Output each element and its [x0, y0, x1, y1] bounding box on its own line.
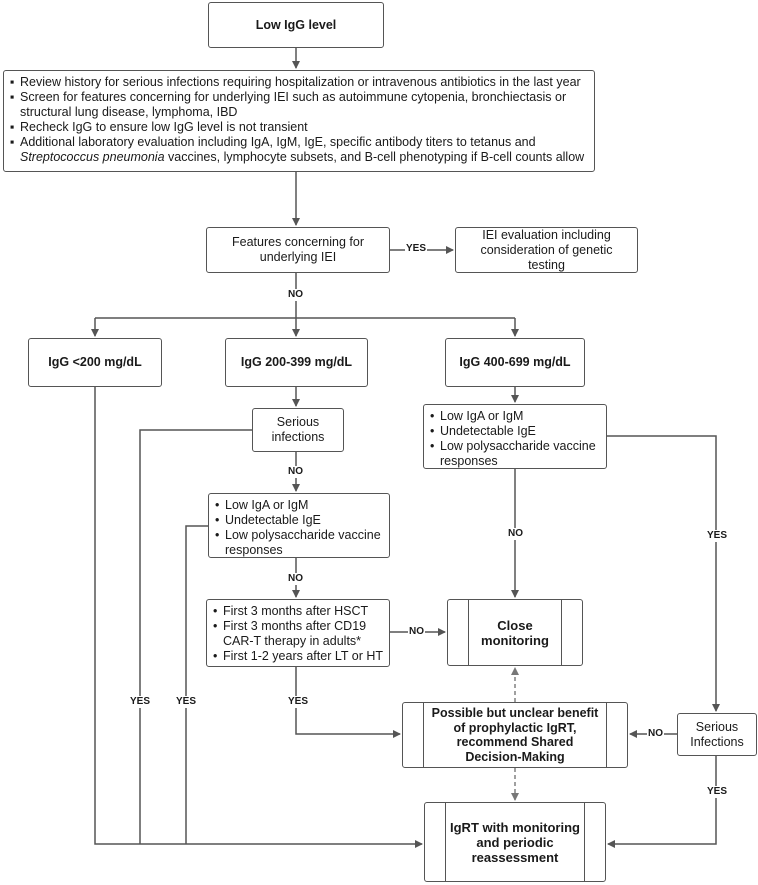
node-igg-lt200: IgG <200 mg/dL	[28, 338, 162, 387]
label-no-features: NO	[287, 289, 304, 301]
node-igg-200-399: IgG 200-399 mg/dL	[225, 338, 368, 387]
review-item-4-post: vaccines, lymphocyte subsets, and B-cell…	[164, 150, 585, 164]
review-item-2: Screen for features concerning for under…	[10, 90, 588, 120]
list-right-item-2: Undetectable IgE	[430, 424, 600, 439]
list-right-item-3: Low polysaccharide vaccine responses	[430, 439, 600, 469]
label-no-serious-right: NO	[647, 728, 664, 740]
node-first-months: First 3 months after HSCT First 3 months…	[206, 599, 390, 667]
node-close-monitoring: Close monitoring	[447, 599, 583, 666]
label-no-first-months: NO	[408, 626, 425, 638]
node-igg-400-699: IgG 400-699 mg/dL	[445, 338, 585, 387]
arrow-listmid-igrt	[185, 525, 208, 844]
label-yes-list-mid: YES	[175, 696, 198, 708]
label-yes-first-months: YES	[287, 696, 310, 708]
review-item-4: Additional laboratory evaluation includi…	[10, 135, 588, 165]
node-features-iei: Features concerning for underlying IEI	[206, 227, 390, 273]
list-mid-item-2: Undetectable IgE	[215, 513, 383, 528]
review-item-3: Recheck IgG to ensure low IgG level is n…	[10, 120, 588, 135]
list-mid-item-3: Low polysaccharide vaccine responses	[215, 528, 383, 558]
arrow-lt200-igrt	[94, 387, 423, 848]
node-list-right: Low IgA or IgM Undetectable IgE Low poly…	[423, 404, 607, 469]
label-yes-list-right: YES	[706, 530, 729, 542]
node-serious-infections-right: Serious Infections	[677, 713, 757, 756]
node-iei-evaluation: IEI evaluation including consideration o…	[455, 227, 638, 273]
node-low-igg: Low IgG level	[208, 2, 384, 48]
label-no-serious-mid: NO	[287, 466, 304, 478]
label-no-list-mid: NO	[287, 573, 304, 585]
label-yes-serious-mid: YES	[129, 696, 152, 708]
arrow-serious-right-igrt	[607, 756, 717, 848]
review-item-4-italic: Streptococcus pneumonia	[20, 150, 165, 164]
list-right-item-1: Low IgA or IgM	[430, 409, 600, 424]
label-yes-iei: YES	[405, 243, 428, 255]
node-review: Review history for serious infections re…	[3, 70, 595, 172]
label-no-list-right: NO	[507, 528, 524, 540]
list-mid-item-1: Low IgA or IgM	[215, 498, 383, 513]
label-yes-serious-right: YES	[706, 786, 729, 798]
arrow-listright-serious	[607, 435, 720, 712]
node-possible-benefit: Possible but unclear benefit of prophyla…	[402, 702, 628, 768]
node-list-mid: Low IgA or IgM Undetectable IgE Low poly…	[208, 493, 390, 558]
review-item-1: Review history for serious infections re…	[10, 75, 588, 90]
node-igrt: IgRT with monitoring and periodic reasse…	[424, 802, 606, 882]
node-serious-infections-mid: Serious infections	[252, 408, 344, 452]
review-item-4-pre: Additional laboratory evaluation includi…	[20, 135, 536, 149]
first-months-item-3: First 1-2 years after LT or HT	[213, 649, 383, 664]
first-months-item-2: First 3 months after CD19 CAR-T therapy …	[213, 619, 383, 649]
first-months-item-1: First 3 months after HSCT	[213, 604, 383, 619]
arrow-first-possible	[295, 667, 401, 738]
